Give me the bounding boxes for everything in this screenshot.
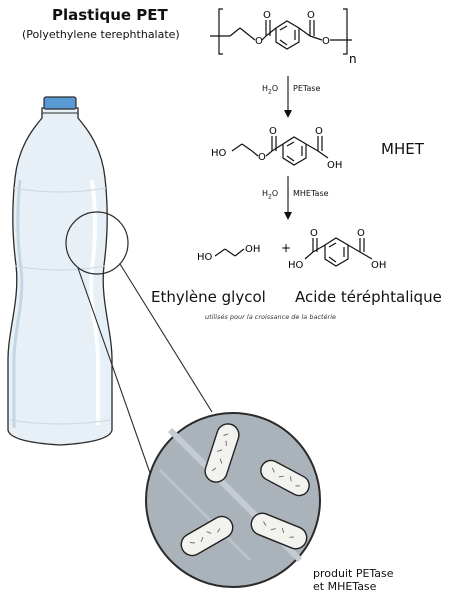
pet-o-ester-2: O	[322, 36, 330, 47]
bacteria-caption: produit PETase et MHETase	[313, 567, 423, 593]
pet-bond-5	[265, 27, 277, 37]
mhet-ring-inner-3	[286, 155, 295, 162]
subtitle-pet: (Polyethylene terephthalate)	[22, 28, 180, 41]
tpa-bond-1	[304, 251, 314, 260]
repeat-subscript: n	[349, 52, 357, 66]
pet-right-bracket	[343, 8, 348, 55]
pet-o-carbonyl-2: O	[307, 10, 315, 21]
eg-bond-3	[234, 248, 245, 257]
tpa-o-carbonyl-1: O	[310, 228, 318, 239]
title-pet: Plastique PET	[52, 6, 168, 24]
mhet-o-ester: O	[258, 152, 266, 163]
pet-o-ester-1: O	[255, 36, 263, 47]
step2-reagent: H2O	[262, 189, 279, 201]
bottle-shade-left	[12, 179, 24, 428]
reaction-arrow-1	[284, 76, 292, 118]
pet-polymer-structure	[210, 8, 352, 55]
pet-bond-6	[298, 27, 311, 37]
tpa-ring	[324, 237, 349, 267]
tpa-ring-inner-3	[328, 256, 337, 263]
mhet-label: MHET	[381, 140, 424, 158]
tpa-bond-3	[347, 244, 361, 253]
bottle-cap	[43, 96, 77, 110]
bottle-base-line	[9, 419, 111, 425]
bacterium-3	[180, 515, 234, 557]
bacterium-2	[260, 459, 310, 497]
tpa-bond-4	[359, 251, 373, 260]
tpa-ring-inner-1	[328, 242, 337, 248]
mhet-ring	[282, 136, 307, 166]
eg-oh: OH	[245, 244, 260, 255]
pet-ring-inner-3	[279, 39, 288, 46]
tpa-o-carbonyl-2: O	[357, 228, 365, 239]
plastic-bottle	[7, 96, 113, 446]
pet-ring	[275, 20, 300, 50]
product-ethylene-glycol: Ethylène glycol	[151, 288, 266, 306]
eg-ho: HO	[197, 252, 213, 263]
pet-o-carbonyl-1: O	[263, 10, 271, 21]
magnifier-circle	[65, 211, 129, 275]
mhet-structure	[231, 136, 329, 166]
mhet-bond-6	[305, 143, 319, 152]
mhet-oh: OH	[327, 160, 342, 171]
bottle-ring-bottom	[14, 265, 106, 271]
mhet-bond-4	[265, 150, 273, 157]
reaction-arrow-2	[284, 176, 292, 220]
tpa-oh: OH	[371, 260, 386, 271]
mhet-bond-7	[317, 150, 329, 159]
pet-bond-3	[249, 35, 256, 41]
mhet-bond-3	[251, 150, 259, 157]
mhet-bond-5	[271, 143, 284, 152]
step2-enzyme: MHETase	[293, 189, 329, 198]
mhet-o-carbonyl-2: O	[315, 126, 323, 137]
pet-bond-1	[229, 27, 241, 37]
pet-bond-2	[239, 27, 251, 37]
step1-enzyme: PETase	[293, 84, 321, 93]
pet-bond-4	[261, 35, 267, 41]
bacterium-4	[250, 512, 308, 550]
eg-bond-2	[224, 248, 236, 257]
pet-bond-7	[309, 35, 323, 41]
bacteria-lens	[145, 412, 321, 588]
pet-ring-inner-1	[279, 25, 288, 31]
mhet-o-carbonyl-1: O	[269, 126, 277, 137]
tpa-bond-2	[312, 244, 326, 253]
mhet-bond-1	[231, 143, 243, 152]
ethylene-glycol-structure	[214, 248, 245, 257]
products-note: utilisés pour la croissance de la bactér…	[205, 313, 337, 321]
bottle-body	[7, 107, 113, 446]
terephthalic-acid-structure	[304, 237, 373, 267]
lens-glare-2	[158, 468, 252, 562]
bacteria-caption-line-2: et MHETase	[313, 580, 377, 593]
pet-left-bracket	[218, 8, 223, 55]
bottle-ring-top	[13, 187, 107, 193]
tpa-ho: HO	[288, 260, 304, 271]
eg-bond-1	[214, 248, 226, 257]
mhet-bond-2	[241, 143, 253, 152]
step1-reagent: H2O	[262, 84, 279, 96]
bacteria-caption-line-1: produit PETase	[313, 567, 394, 580]
mhet-ho: HO	[211, 148, 227, 159]
mhet-ring-inner-1	[286, 141, 295, 147]
magnifier-line-upper	[119, 263, 213, 413]
plus-sign: +	[281, 241, 291, 255]
bacterium-1	[204, 423, 240, 483]
product-terephthalic-acid: Acide téréphtalique	[295, 288, 442, 306]
